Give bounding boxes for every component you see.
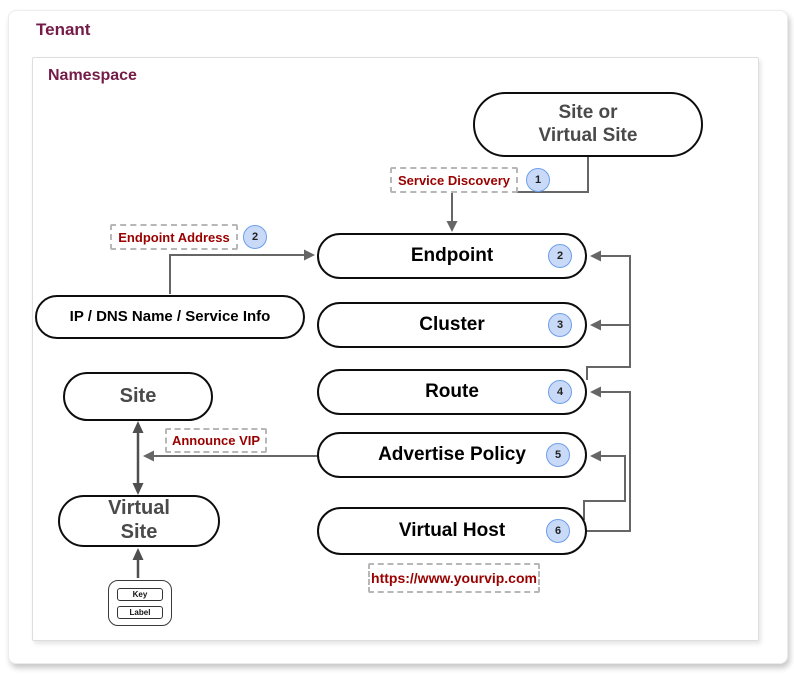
badge-endpoint-address: 2 (243, 225, 267, 249)
arrowhead-up-site (132, 421, 144, 433)
node-virtual-site: Virtual Site (58, 495, 220, 547)
tag-announce-vip: Announce VIP (165, 428, 267, 453)
arrowhead-down-virtualsite (132, 483, 144, 495)
badge-advertise-policy: 5 (546, 443, 570, 467)
node-virtual-host: Virtual Host (317, 507, 587, 555)
badge-route: 4 (548, 380, 572, 404)
badge-endpoint: 2 (548, 244, 572, 268)
connector-virtualhost-to-route (586, 391, 631, 532)
tenant-title: Tenant (36, 20, 91, 39)
node-site-or-virtual-site-line2: Virtual Site (538, 124, 638, 146)
legend-key-chip: Key (117, 587, 163, 601)
node-site-label: Site (119, 384, 157, 407)
node-virtual-host-label: Virtual Host (398, 519, 506, 541)
arrowhead-left-endpoint-right (590, 250, 601, 262)
legend-label-chip: Label (117, 605, 163, 619)
node-advertise-policy: Advertise Policy (317, 432, 587, 478)
legend-box: Key Label (108, 580, 172, 626)
node-ip-dns-service-info-label: IP / DNS Name / Service Info (69, 308, 271, 326)
arrowhead-right-endpoint-left (304, 249, 315, 261)
arrowhead-left-announce-vip (143, 450, 154, 462)
arrowhead-left-route (590, 386, 601, 398)
node-site-or-virtual-site: Site or Virtual Site (473, 92, 703, 157)
connector-service-discovery (451, 157, 589, 221)
tag-vip-url: https://www.yourvip.com (368, 563, 540, 593)
namespace-title: Namespace (48, 67, 137, 84)
node-endpoint-label: Endpoint (410, 244, 494, 266)
arrowhead-up-virtualsite-bottom (132, 548, 144, 560)
node-site: Site (63, 372, 213, 421)
node-cluster-label: Cluster (419, 313, 485, 335)
badge-cluster: 3 (548, 313, 572, 337)
badge-service-discovery: 1 (526, 168, 550, 192)
node-advertise-policy-label: Advertise Policy (378, 443, 526, 465)
node-route: Route (317, 369, 587, 415)
connector-route-to-endpoint (586, 255, 631, 380)
node-virtual-site-line1: Virtual (108, 497, 170, 520)
node-ip-dns-service-info: IP / DNS Name / Service Info (35, 295, 305, 339)
node-endpoint: Endpoint (317, 233, 587, 279)
node-cluster: Cluster (317, 302, 587, 348)
node-site-or-virtual-site-line1: Site or (558, 102, 618, 124)
connector-virtualhost-to-advertise-policy (583, 455, 626, 520)
arrowhead-left-advertise-policy (590, 450, 601, 462)
arrowhead-left-cluster (590, 319, 601, 331)
connector-endpoint-address (169, 254, 304, 294)
arrowhead-down-endpoint-top (446, 221, 458, 232)
node-route-label: Route (425, 380, 479, 402)
node-virtual-site-line2: Site (120, 521, 158, 543)
badge-virtual-host: 6 (546, 519, 570, 543)
tag-service-discovery: Service Discovery (390, 167, 518, 193)
tag-endpoint-address: Endpoint Address (110, 224, 238, 250)
